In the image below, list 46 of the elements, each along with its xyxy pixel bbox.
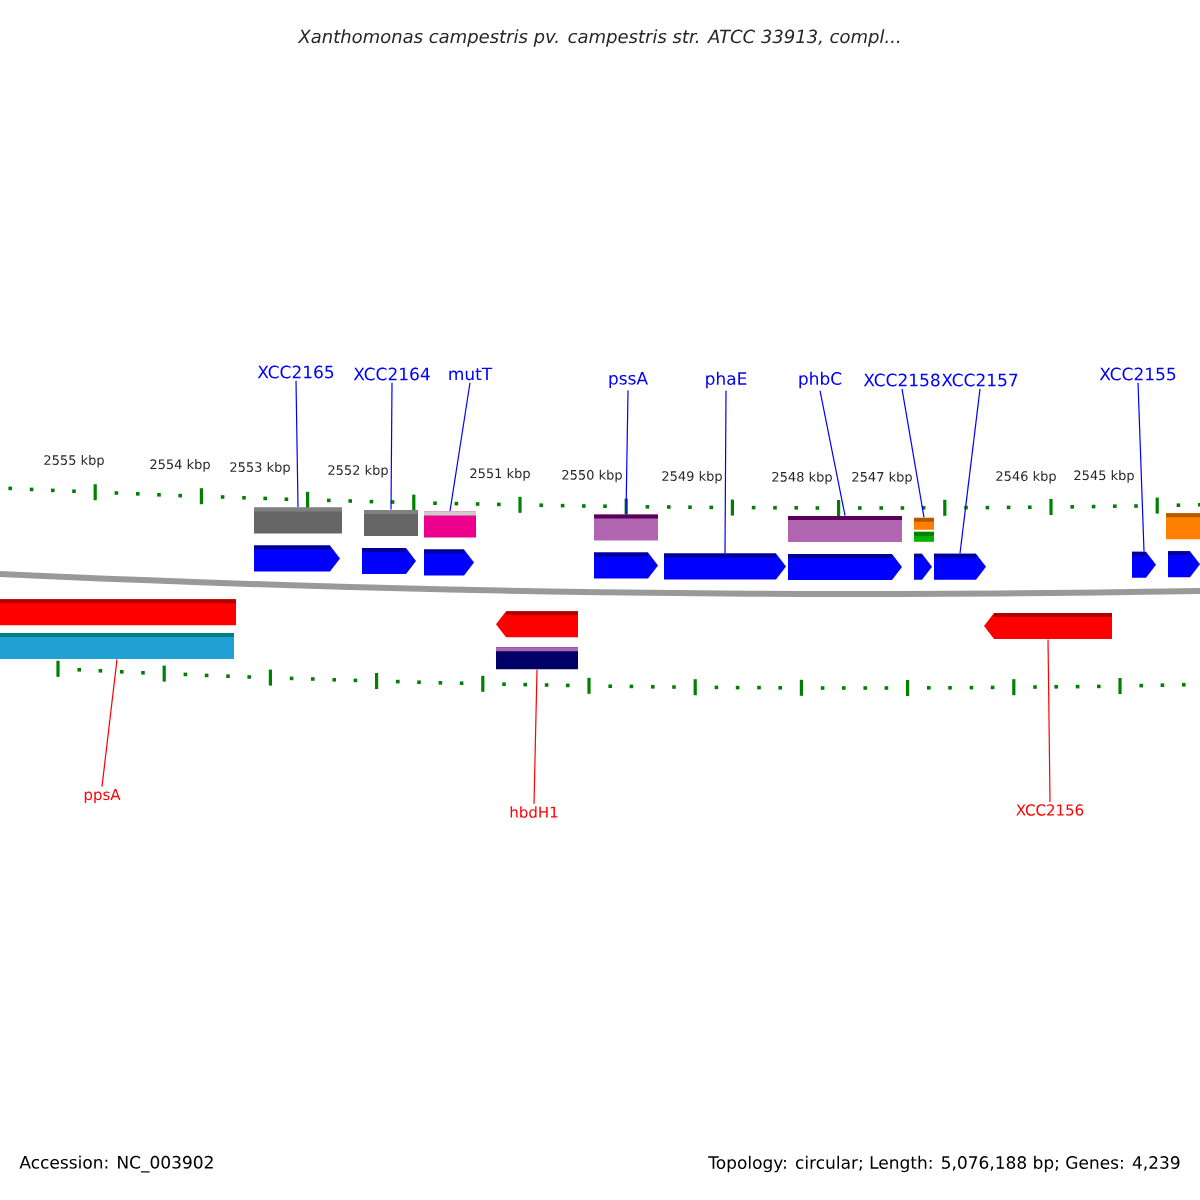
gene-block [254,545,340,572]
accession-text: Accession: NC_003902 [19,1155,213,1173]
leader-line [1137,382,1145,552]
gene-block [364,510,418,536]
leader-line [724,390,727,554]
gene-block [664,553,786,580]
gene-block [0,633,234,659]
leader-line [533,669,538,805]
gene-block [1166,513,1200,540]
gene-block [424,511,476,538]
leader-line [449,382,471,512]
gene-block [254,507,342,534]
gene-block [914,517,934,530]
gene-label: XCC2157 [941,373,1018,387]
gene-block [1168,551,1200,578]
gene-block [914,531,934,542]
genome-info-text: Topology: circular; Length: 5,076,188 bp; Genes: 4,239 [708,1155,1180,1173]
leader-line [1047,638,1051,803]
gene-block [788,516,902,542]
gene-block [984,613,1112,639]
gene-block [424,549,474,576]
gene-label: pssA [609,372,648,388]
gene-label: mutT [449,367,493,381]
gene-block [914,553,932,580]
gene-block [496,611,578,638]
gene-block [0,599,236,626]
gene-label: XCC2165 [257,365,334,379]
gene-label: XCC2155 [1099,367,1176,381]
gene-label: phbC [799,371,842,389]
title: Xanthomonas campestris pv. campestris str. ATCC 33913, compl... [297,29,900,47]
leader-line [901,388,925,518]
leader-line [819,390,846,517]
gene-block [1132,551,1156,578]
leader-line [390,382,393,511]
leader-line [101,658,118,788]
gene-label: XCC2164 [353,367,430,381]
gene-label: phaE [706,371,747,389]
leader-line [625,389,629,515]
leader-line [959,388,981,554]
gene-block [594,514,658,541]
gene-block [788,554,902,580]
gene-block [496,647,578,670]
leader-line [295,380,299,508]
gene-block [594,552,658,579]
gene-label: XCC2158 [863,373,940,387]
gene-block [362,548,416,574]
